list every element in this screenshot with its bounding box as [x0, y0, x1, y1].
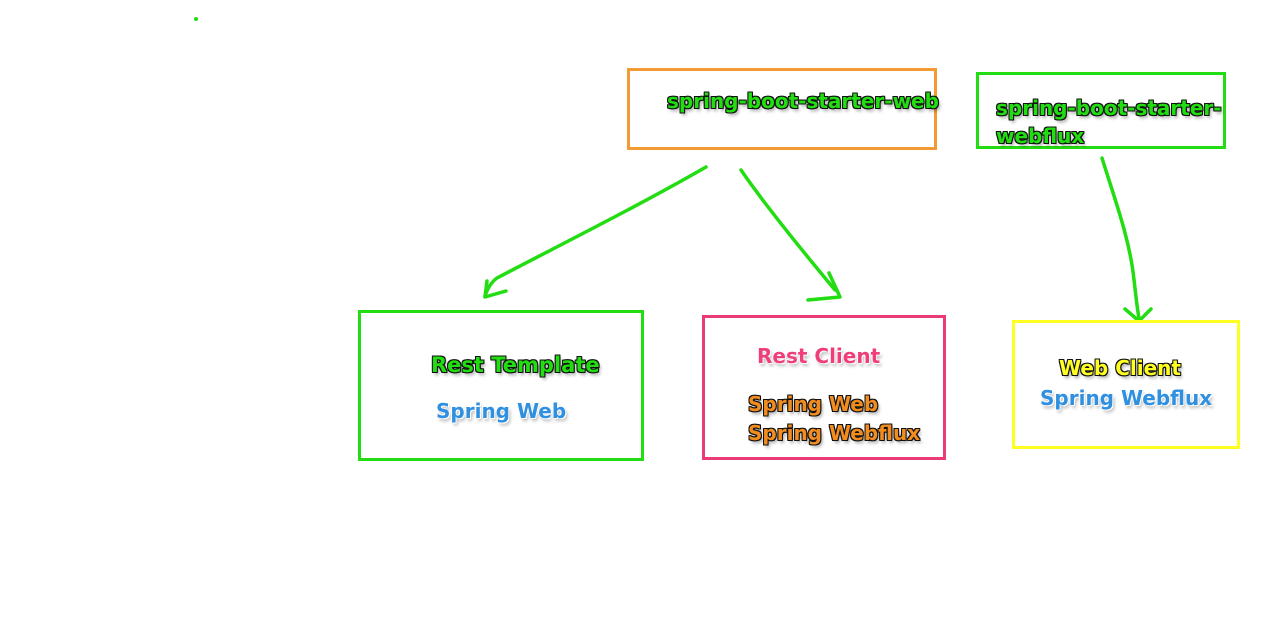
- web-client-box: [1012, 320, 1240, 449]
- arrowhead-rest-template: [483, 279, 508, 299]
- arrowhead-rest-client: [806, 271, 842, 302]
- starter-web-label: spring-boot-starter-web: [667, 89, 939, 113]
- rest-client-support-spring-web: Spring Web: [748, 392, 879, 416]
- stray-dot: [194, 17, 198, 21]
- rest-client-title: Rest Client: [757, 344, 881, 368]
- arrow-webflux-to-web-client: [1100, 156, 1141, 320]
- starter-web-box: [627, 68, 937, 150]
- rest-template-title: Rest Template: [431, 353, 600, 377]
- starter-webflux-label-line2: webflux: [996, 124, 1085, 148]
- starter-webflux-box: [976, 72, 1226, 149]
- rest-template-box: [358, 310, 644, 461]
- arrow-web-to-rest-client: [739, 168, 837, 292]
- web-client-title: Web Client: [1059, 356, 1181, 380]
- rest-client-box: [702, 315, 946, 460]
- rest-template-support-spring-web: Spring Web: [436, 399, 567, 423]
- starter-webflux-label-line1: spring-boot-starter-: [996, 96, 1222, 120]
- web-client-support-spring-webflux: Spring Webflux: [1040, 386, 1213, 410]
- arrow-web-to-rest-template: [483, 165, 708, 298]
- rest-client-support-spring-webflux: Spring Webflux: [748, 421, 921, 445]
